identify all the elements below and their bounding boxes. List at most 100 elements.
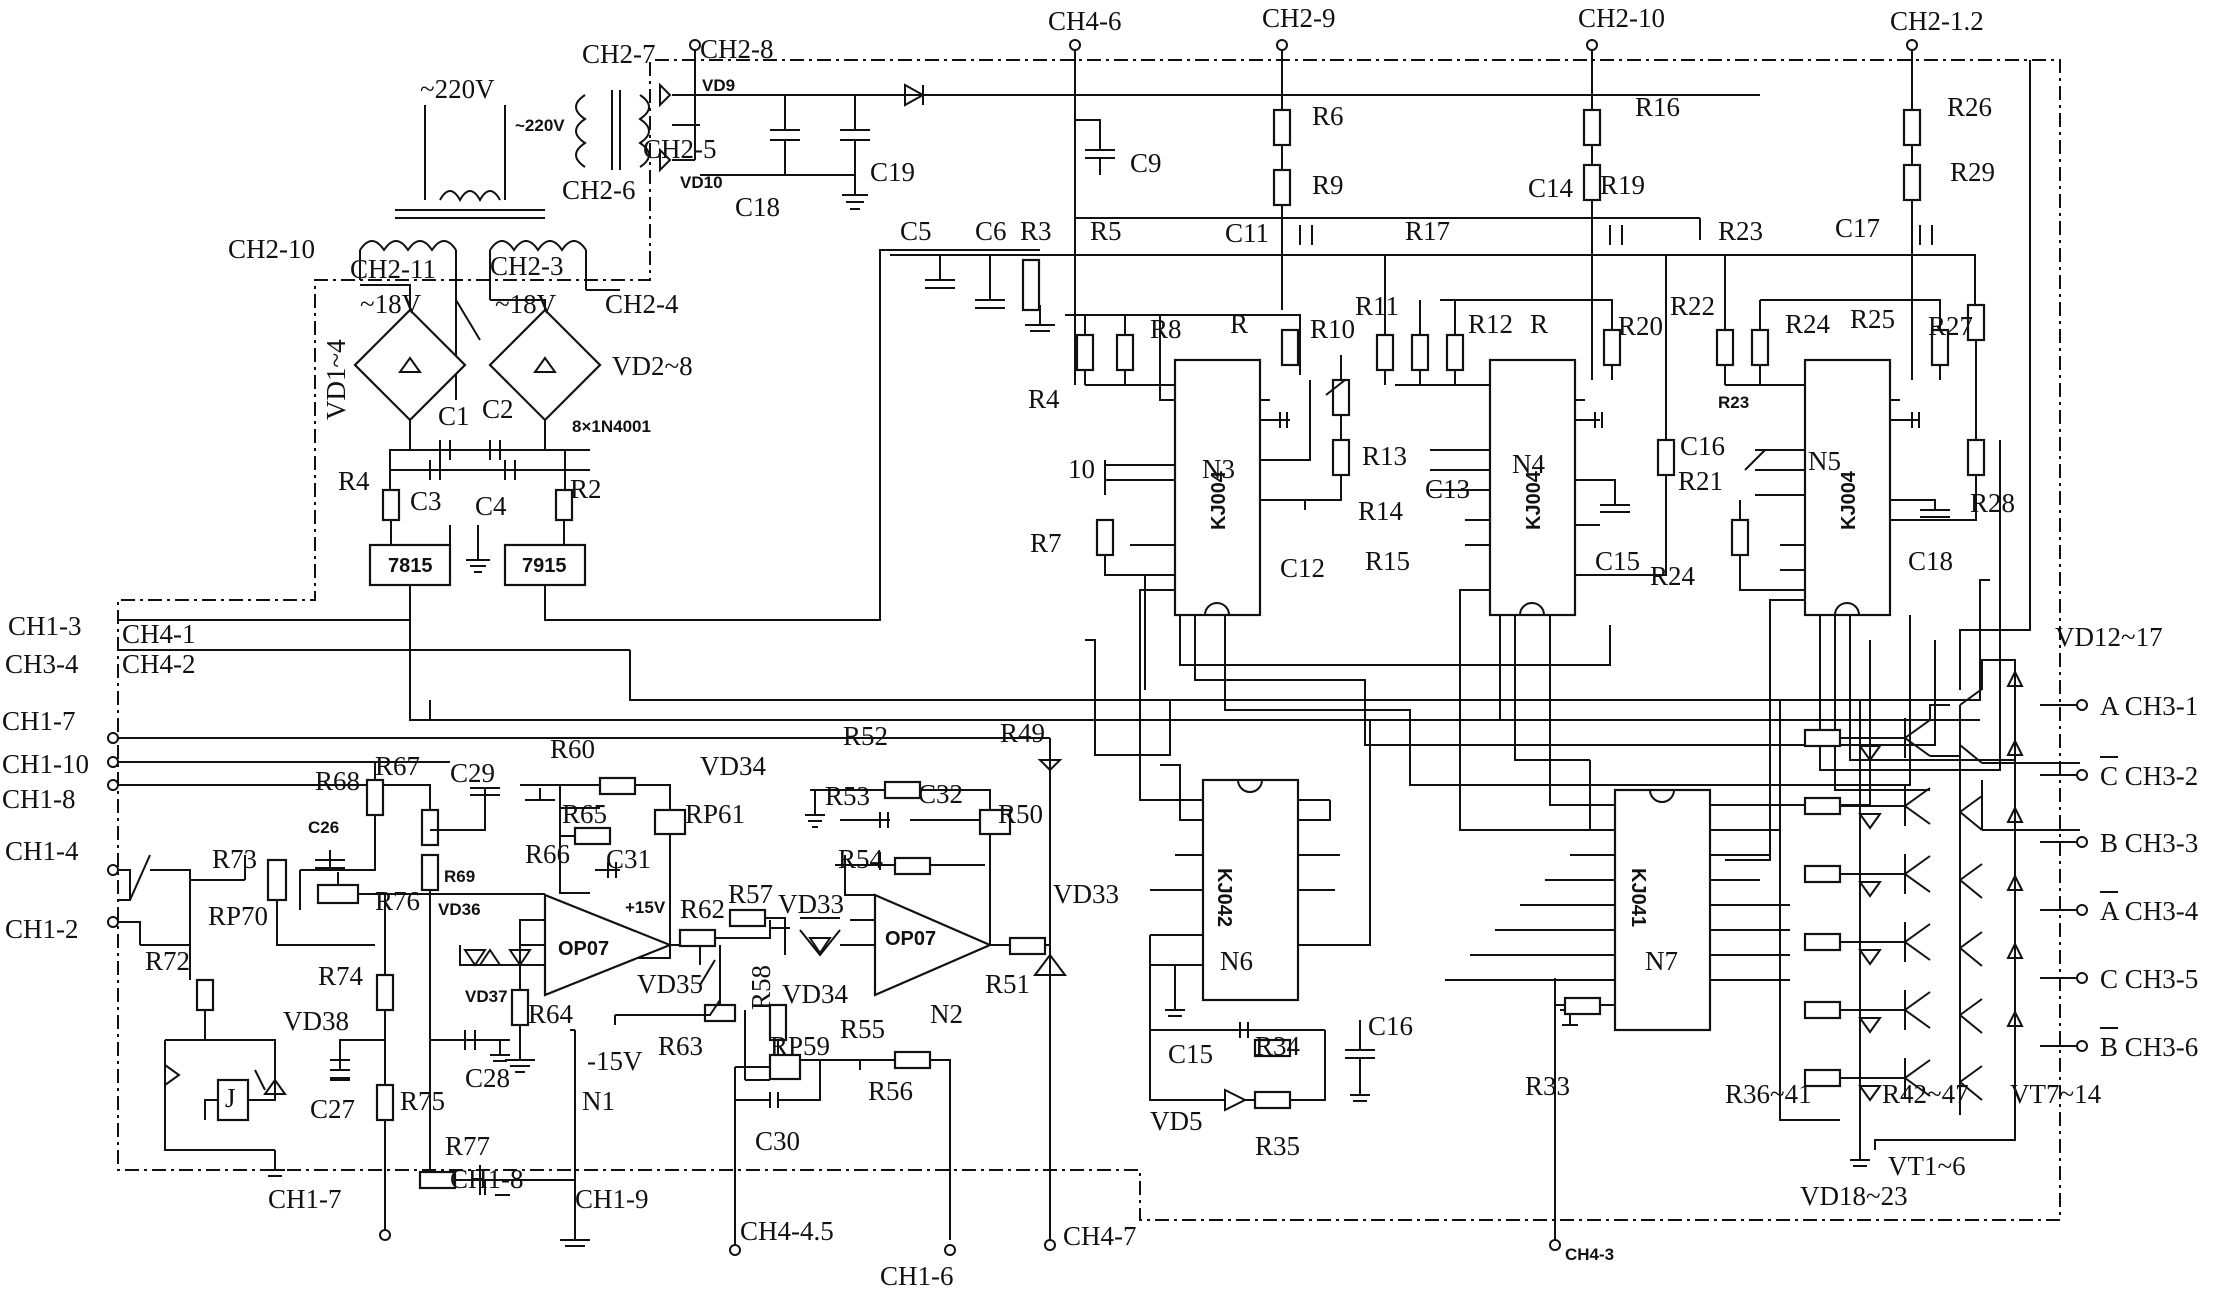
label: KJ042 [1213, 868, 1235, 927]
label: R69 [444, 867, 475, 886]
label: N3 [1202, 454, 1235, 484]
label: R15 [1365, 546, 1410, 576]
label: N5 [1808, 446, 1841, 476]
label: RP59 [770, 1031, 830, 1061]
label: CH1-10 [2, 749, 89, 779]
label: R51 [985, 969, 1030, 999]
label: R9 [1312, 170, 1344, 200]
label: R33 [1525, 1071, 1570, 1101]
label: 7915 [522, 555, 567, 577]
label: CH1-3 [8, 611, 82, 641]
label: CH1-7 [2, 706, 76, 736]
label: C19 [870, 157, 915, 187]
label: VD33 [1053, 879, 1119, 909]
ic-n5 [1715, 255, 1986, 617]
label: J [225, 1083, 236, 1113]
label: CH2-10 [1578, 3, 1665, 33]
label: C9 [1130, 148, 1162, 178]
label: C26 [308, 818, 339, 837]
label: C14 [1528, 173, 1574, 203]
label: R4 [338, 466, 370, 496]
control-section [107, 700, 1067, 1256]
label: R26 [1947, 92, 1992, 122]
label: CH2-11 [350, 254, 436, 284]
label: RP61 [685, 799, 745, 829]
label: CH1-6 [880, 1261, 954, 1291]
label: C6 [975, 216, 1007, 246]
label: R58 [746, 965, 776, 1010]
label: R66 [525, 839, 570, 869]
label: R56 [868, 1076, 913, 1106]
label: C1 [438, 401, 470, 431]
label: VD33 [778, 889, 844, 919]
label: VD36 [438, 900, 481, 919]
label: C30 [755, 1126, 800, 1156]
label: R28 [1970, 488, 2015, 518]
label: R10 [1310, 314, 1355, 344]
label: R22 [1670, 291, 1715, 321]
label: 10 [1068, 454, 1095, 484]
label: R34 [1255, 1031, 1301, 1061]
label: R6 [1312, 101, 1344, 131]
overbars [2100, 756, 2118, 1029]
label: N1 [582, 1086, 615, 1116]
label: ~220V [420, 74, 495, 104]
label: VD2~8 [612, 351, 693, 381]
label: R2 [570, 474, 602, 504]
label: KJ004 [1838, 470, 1860, 530]
label: C11 [1225, 218, 1269, 248]
label: C CH3-2 [2100, 761, 2198, 791]
label: CH2-7 [582, 39, 656, 69]
label: C15 [1595, 546, 1640, 576]
label: VD10 [680, 173, 723, 192]
label: R67 [375, 751, 420, 781]
label: C18 [735, 192, 780, 222]
label: R54 [838, 844, 884, 874]
label: CH1-7 [268, 1184, 342, 1214]
label: B CH3-6 [2100, 1032, 2198, 1062]
label: VD12~17 [2055, 622, 2163, 652]
label: R62 [680, 894, 725, 924]
label: R55 [840, 1014, 885, 1044]
ic-n3 [1065, 314, 1311, 690]
label: CH2-8 [700, 34, 774, 64]
label: R13 [1362, 441, 1407, 471]
label: C27 [310, 1094, 355, 1124]
label: R23 [1718, 216, 1763, 246]
label: CH1-4 [5, 836, 79, 866]
label: N7 [1645, 946, 1678, 976]
label: R8 [1150, 314, 1182, 344]
label: VD18~23 [1800, 1181, 1908, 1211]
label: R5 [1090, 216, 1122, 246]
label: C2 [482, 394, 514, 424]
label: R4 [1028, 384, 1060, 414]
label: R21 [1678, 466, 1723, 496]
label: ~18V [495, 289, 557, 319]
label: R3 [1020, 216, 1052, 246]
label: VD5 [1150, 1106, 1203, 1136]
label: R19 [1600, 170, 1645, 200]
label: VT7~14 [2010, 1079, 2102, 1109]
label: R63 [658, 1031, 703, 1061]
label: CH2-5 [643, 134, 717, 164]
label: A CH3-4 [2100, 896, 2199, 926]
label: R74 [318, 961, 364, 991]
label: C3 [410, 486, 442, 516]
label: -15V [587, 1046, 643, 1076]
label: CH3-4 [5, 649, 79, 679]
label: N2 [930, 999, 963, 1029]
label: 8×1N4001 [572, 417, 651, 436]
ic-n7 [1445, 760, 1790, 1251]
label: R24 [1785, 309, 1831, 339]
labels: CH4-6 CH2-9 CH2-10 CH2-1.2 CH2-7 CH2-8 ~… [2, 3, 2199, 1291]
label: VD1~4 [321, 339, 351, 420]
label: C5 [900, 216, 932, 246]
label: CH1-9 [575, 1184, 649, 1214]
label: R29 [1950, 157, 1995, 187]
label: R68 [315, 766, 360, 796]
label: ~220V [515, 116, 565, 135]
label: R72 [145, 946, 190, 976]
label: R77 [445, 1131, 490, 1161]
